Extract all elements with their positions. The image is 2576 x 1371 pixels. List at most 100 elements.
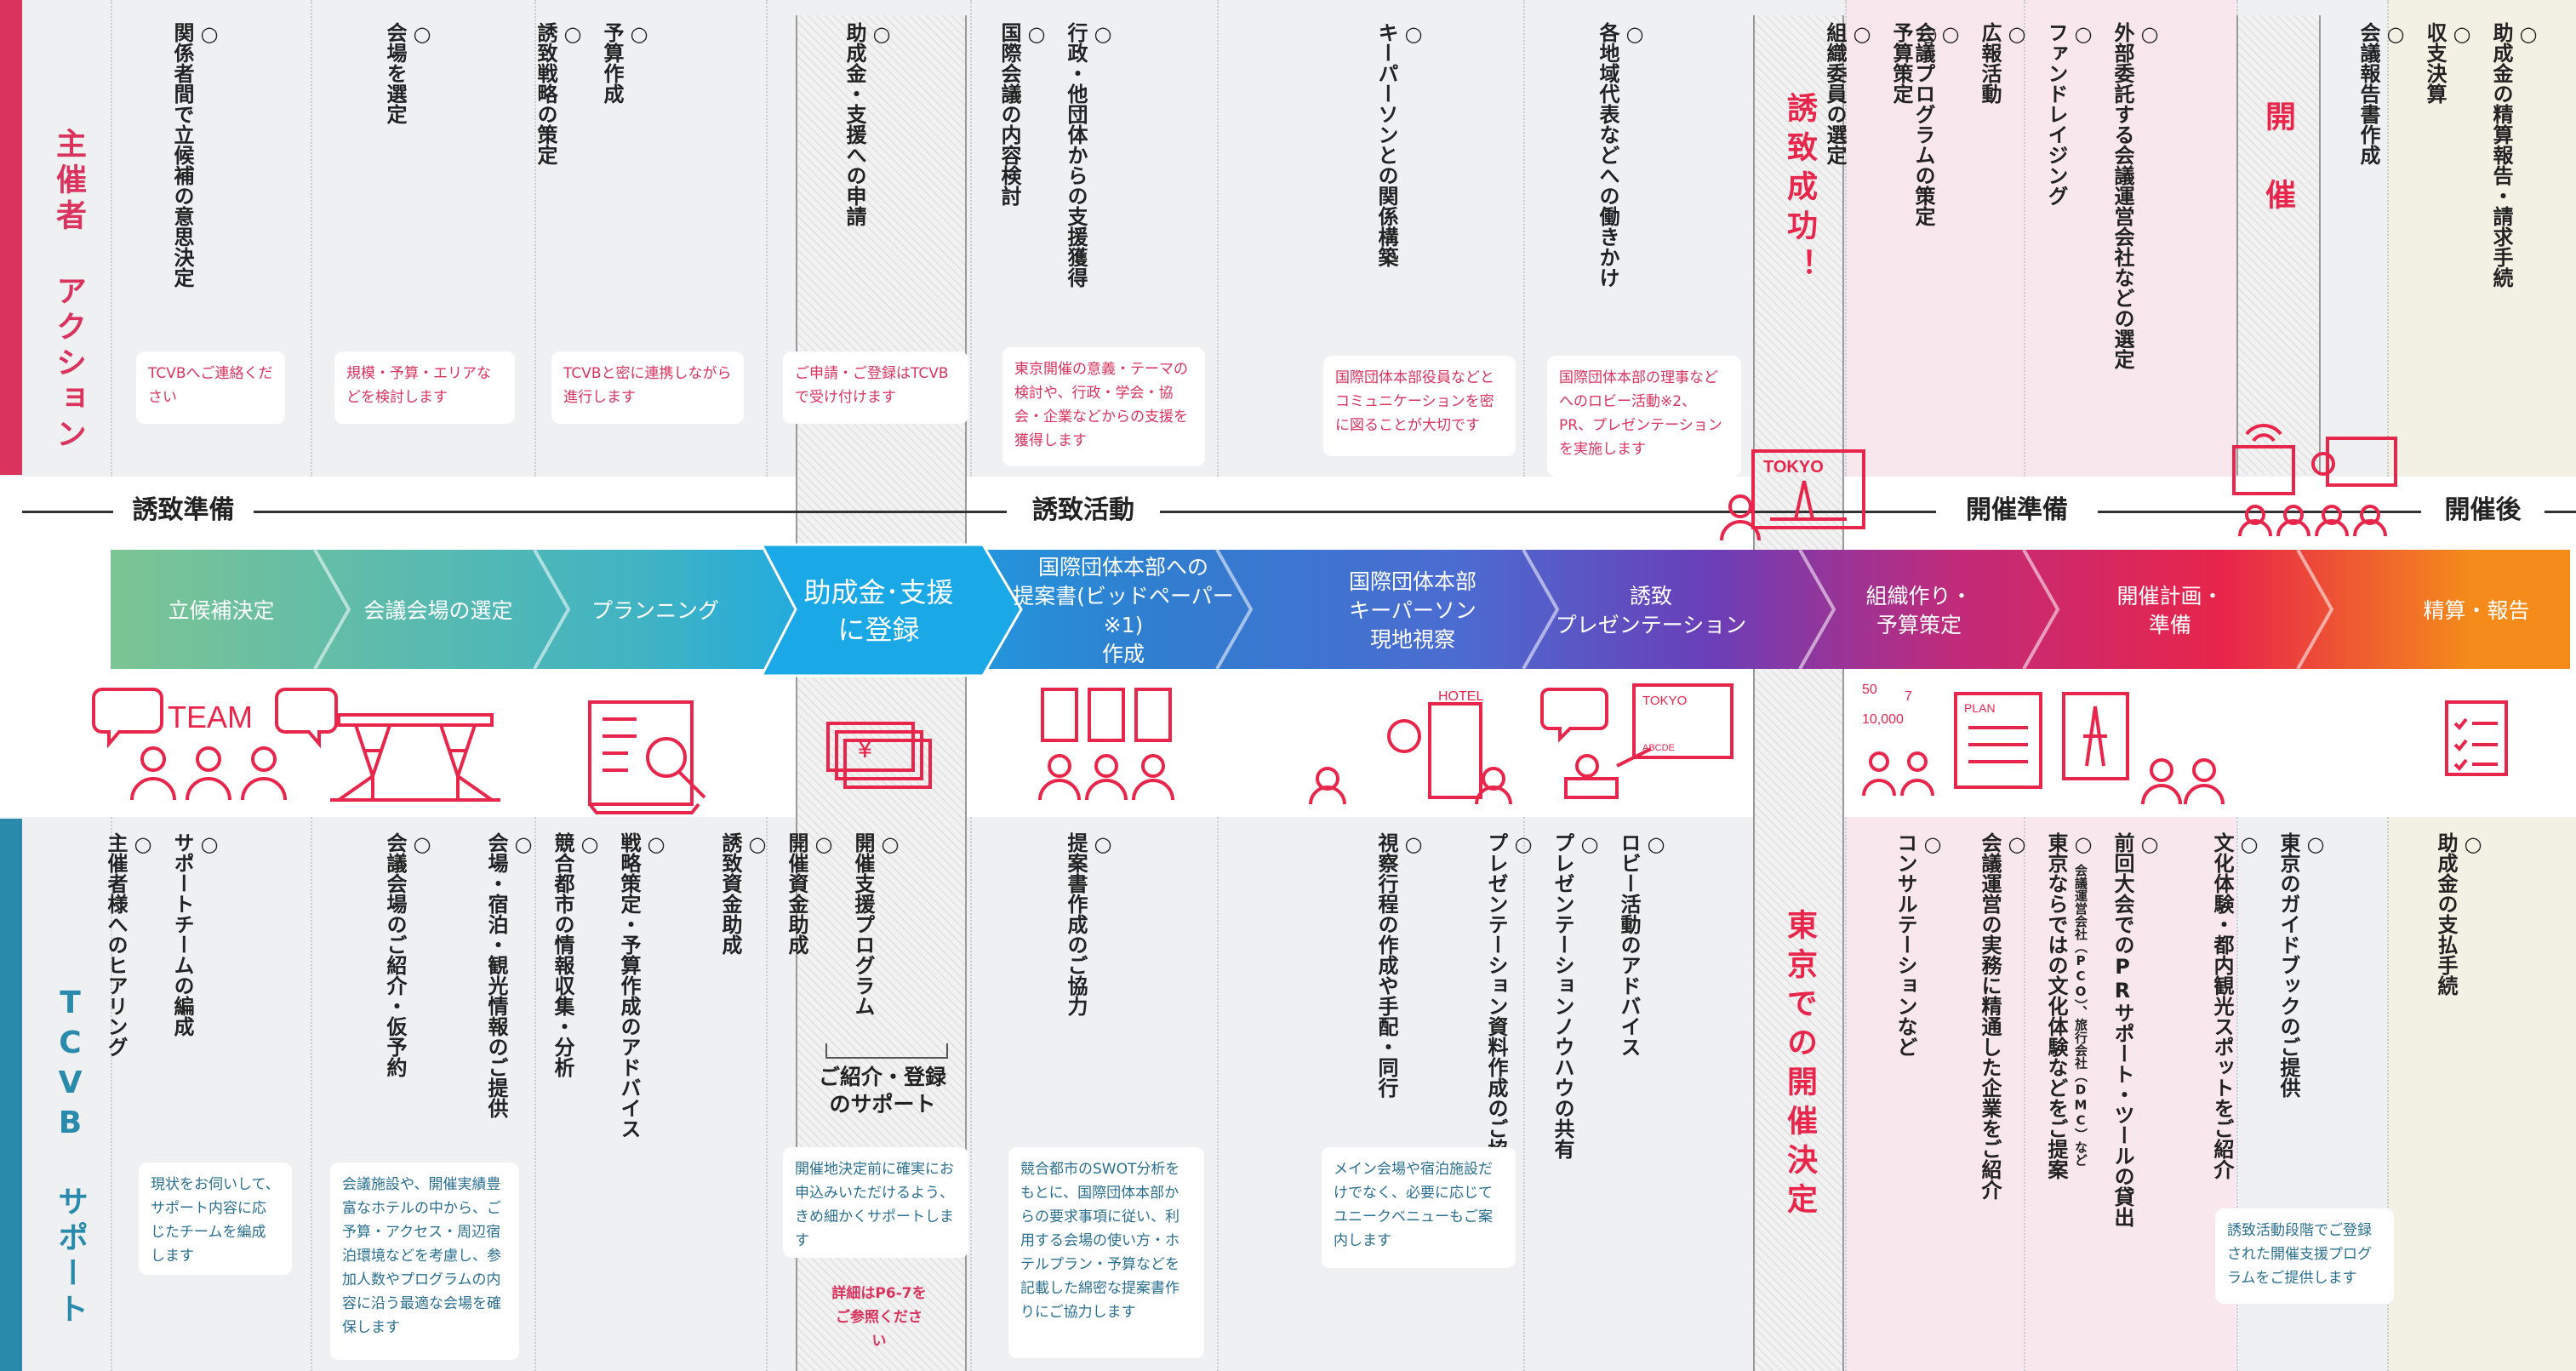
column-divider [970, 817, 972, 1371]
org-note-5: 東京開催の意義・テーマの検討や、行政・学会・協会・企業などからの支援を獲得します [1002, 347, 1205, 466]
arrow-step-3: プランニング [591, 598, 719, 623]
tcvb-note-4: 競合都市のSWOT分析をもとに、国際団体本部からの要求事項に従い、利用する会場の… [1008, 1147, 1204, 1358]
org-item: 会議プログラムの策定 [1910, 22, 1964, 369]
calc-text-3: 10,000 [1862, 712, 1904, 727]
tcvb-column-1: サポートチームの編成主催者様へのヒアリング [102, 832, 223, 1057]
column-divider [111, 0, 112, 477]
success-column [1753, 15, 1844, 1371]
org-item: 外部委託する会議運営会社などの選定 [2109, 22, 2163, 369]
tcvb-item: 提案書作成のご協力 [1062, 832, 1117, 1016]
milestone-tokyo-decided: 東京での開催決定 [1782, 909, 1817, 1222]
column-divider [1217, 817, 1219, 1371]
org-item: 各地域代表などへの働きかけ [1594, 22, 1648, 288]
post-band-top [2387, 0, 2576, 477]
tcvb-item: 会場・宿泊・観光情報のご提供 [483, 832, 537, 1139]
bracket-label: ご紹介・登録 のサポート [819, 1065, 947, 1117]
column-divider [1845, 0, 1847, 477]
tcvb-item: 戦略策定・予算作成のアドバイス [615, 832, 670, 1139]
tokyo-success-icon: TOKYO [1720, 449, 1865, 541]
org-note-4: ご申請・ご登録はTCVBで受け付けます [783, 351, 968, 424]
grant-column [796, 15, 967, 1371]
tcvb-column-4: 開催支援プログラム開催資金助成誘致資金助成 [717, 832, 904, 1016]
org-item: 行政・他団体からの支援獲得 [1062, 22, 1117, 288]
tcvb-column-9: 前回大会でのPRサポート・ツールの貸出東京ならではの文化体験などをご提案会議運営… [1976, 832, 2163, 1227]
tcvb-column-11: 助成金の支払手続 [2432, 832, 2487, 996]
org-item: ファンドレイジング [2042, 22, 2097, 369]
tcvb-note-1: 現状をお伺いして、サポート内容に応じたチームを編成します [139, 1162, 292, 1275]
tcvb-item: 会議会場のご紹介・仮予約 [381, 832, 436, 1077]
tcvb-item: サポートチームの編成 [168, 832, 223, 1057]
org-column-9: 外部委託する会議運営会社などの選定ファンドレイジング広報活動会議プログラムの策定 [1910, 22, 2163, 369]
org-item: 関係者間で立候補の意思決定 [168, 22, 223, 288]
tcvb-note-6: 誘致活動段階でご登録された開催支援プログラムをご提供します [2215, 1208, 2394, 1304]
org-column-10: 助成金の精算報告・請求手続収支決算会議報告書作成 [2355, 22, 2542, 288]
presentation-tokyo-text: TOKYO [1642, 694, 1687, 708]
guidebook-icon [2062, 692, 2225, 805]
org-item: 収支決算 [2421, 22, 2476, 288]
conference-icon [2232, 424, 2397, 537]
column-divider [534, 0, 536, 477]
org-column-4: 助成金・支援への申請 [841, 22, 895, 226]
tcvb-note-2: 会議施設や、開催実績豊富なホテルの中から、ご予算・アクセス・周辺宿泊環境などを考… [330, 1162, 519, 1360]
tcvb-column-8: コンサルテーションなど [1892, 832, 1946, 1057]
yen-icon: ¥ [826, 722, 932, 789]
tcvb-item: 視察行程の作成や手配・同行 [1373, 832, 1427, 1098]
phase-invite-prep: 誘致準備 [113, 487, 254, 534]
process-arrow [111, 543, 2570, 677]
column-divider [766, 817, 768, 1371]
tcvb-item: 競合都市の情報収集・分析 [549, 832, 603, 1139]
tcvb-note-detail: 詳細はP6-7をご参照ください [831, 1285, 927, 1350]
tcvb-column-10: 東京のガイドブックのご提供文化体験・都内観光スポットをご紹介 [2208, 832, 2329, 1180]
milestone-host: 開 催 [2260, 100, 2295, 218]
org-item: 予算作成 [598, 22, 653, 165]
hotel-icon: HOTEL [1309, 689, 1512, 805]
calc-text-2: 7 [1905, 689, 1912, 704]
calc-text-1: 50 [1862, 683, 1877, 697]
org-item: 組織委員の選定 [1821, 22, 1876, 165]
arrow-chevron [2296, 549, 2334, 670]
tcvb-column-6: 視察行程の作成や手配・同行 [1373, 832, 1427, 1098]
tcvb-item: 東京のガイドブックのご提供 [2275, 832, 2329, 1180]
arrow-step-9: 開催計画・ 準備 [2116, 584, 2224, 637]
org-item: 国際会議の内容検討 [996, 22, 1050, 288]
host-column [2236, 15, 2321, 475]
tcvb-note-3: 開催地決定前に確実にお申込みいただけるよう、きめ細かくサポートします [783, 1147, 968, 1258]
tcvb-title: TCVB サポート [53, 985, 88, 1328]
org-column-5: 行政・他団体からの支援獲得国際会議の内容検討 [996, 22, 1117, 288]
arrow-step-6: 国際団体本部 キーパーソン 現地視察 [1348, 569, 1476, 652]
org-item: キーパーソンとの関係構築 [1373, 22, 1427, 267]
org-note-3: TCVBと密に連携しながら進行します [551, 351, 744, 424]
proposal-icon [1038, 688, 1174, 801]
arrow-step-8: 組織作り・ 予算策定 [1865, 584, 1973, 637]
column-divider [1523, 0, 1525, 477]
column-divider [1845, 817, 1847, 1371]
arrow-chevron [1798, 549, 1836, 670]
org-column-7: 各地域代表などへの働きかけ [1594, 22, 1648, 288]
column-divider [311, 817, 312, 1371]
org-column-2: 会場を選定 [381, 22, 436, 124]
team-icon: TEAM [92, 688, 338, 801]
column-divider [2387, 817, 2389, 1371]
org-column-1: 関係者間で立候補の意思決定 [168, 22, 223, 288]
tcvb-item: 東京ならではの文化体験などをご提案 [2042, 832, 2097, 1227]
tcvb-note-5: メイン会場や宿泊施設だけでなく、必要に応じてユニークベニューもご案内します [1322, 1147, 1516, 1268]
column-divider [1217, 0, 1219, 477]
arrow-step-1: 立候補決定 [168, 598, 275, 623]
arrow-step-4: 助成金･支援 に登録 [803, 576, 954, 646]
org-item: 会議報告書作成 [2355, 22, 2409, 288]
column-divider [311, 0, 312, 477]
arrow-step-10: 精算・報告 [2423, 598, 2530, 623]
tcvb-column-5: 提案書作成のご協力 [1062, 832, 1117, 1016]
arrow-chevron [533, 549, 571, 670]
column-divider [111, 817, 112, 1371]
tcvb-item: 前回大会でのPRサポート・ツールの貸出 [2109, 832, 2163, 1227]
budget-icon: 50 7 10,000 PLAN [1862, 683, 2042, 797]
tcvb-bar [0, 819, 22, 1371]
organizer-bar [0, 0, 22, 475]
tcvb-item: プレゼンテーションノウハウの共有 [1549, 832, 1603, 1180]
tcvb-item: 文化体験・都内観光スポットをご紹介 [2208, 832, 2263, 1180]
tcvb-subnote: 会議運営会社（PCO）、旅行会社（DMC）など [2073, 864, 2088, 1167]
org-item: 会場を選定 [381, 22, 436, 124]
arrow-step-5: 国際団体本部への 提案書(ビッドペーパー※1) 作成 [1013, 555, 1234, 666]
org-column-6: キーパーソンとの関係構築 [1373, 22, 1427, 267]
